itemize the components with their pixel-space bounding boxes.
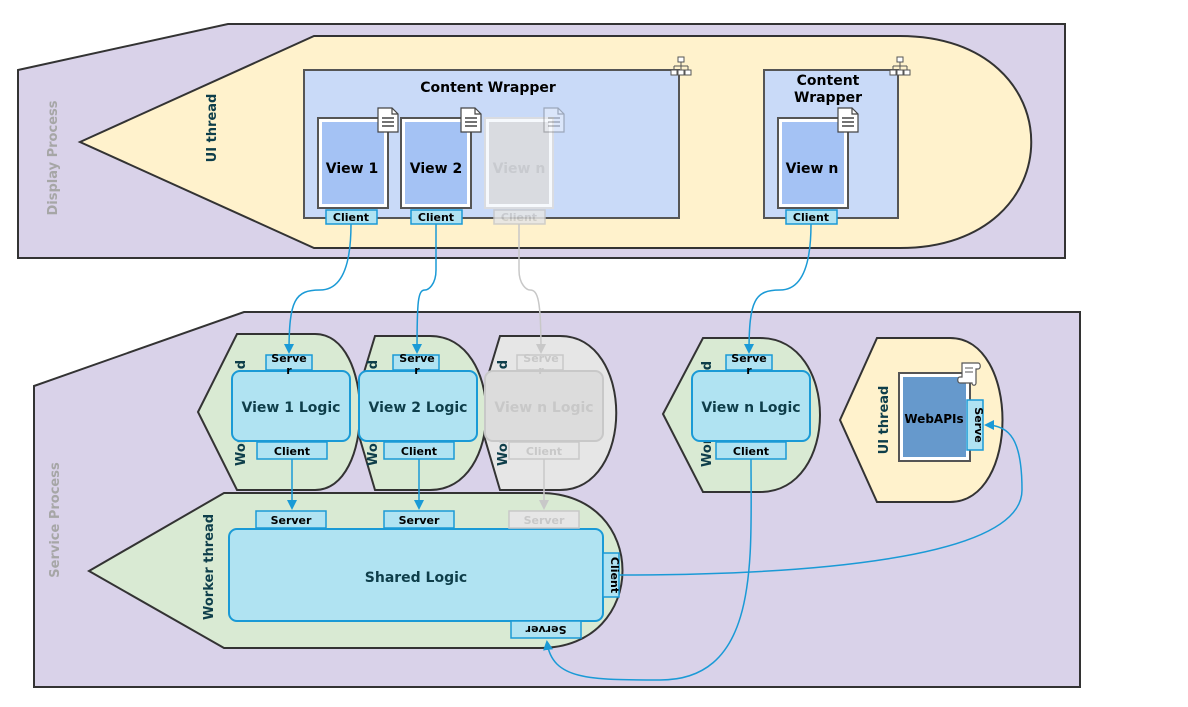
view-2-label: View 2	[410, 161, 462, 177]
view-n-faded-label: View n	[493, 161, 546, 177]
view-n-logic-server-port-suffix: r	[746, 364, 752, 377]
content-wrapper-second-title-line2: Wrapper	[794, 90, 862, 106]
service-process-label: Service Process	[48, 462, 63, 578]
shared-logic-client-port: Client	[608, 557, 621, 593]
shared-logic-server-port-2: Server	[399, 514, 440, 527]
view-n-logic-faded-label: View n Logic	[494, 400, 593, 416]
document-icon	[377, 107, 399, 133]
view-n-logic-server-port: Serve	[731, 352, 766, 365]
shared-logic: Shared Logic Server Server Server Client…	[228, 510, 621, 639]
shared-logic-server-port-bottom: Server	[525, 623, 566, 636]
connector-view-n-logic-to-shared	[543, 458, 752, 681]
document-icon	[543, 107, 565, 133]
view-n-faded-logic-client-port: Client	[526, 445, 562, 458]
worker-thread-shared-label: Worker thread	[202, 514, 217, 620]
view-n-label: View n	[786, 161, 839, 177]
view-2-logic-client-port: Client	[401, 445, 437, 458]
content-wrapper-second-title-line1: Content	[797, 73, 860, 89]
view-2-logic-server-port-suffix: r	[414, 364, 420, 377]
view-2-logic: Serve r View 2 Logic Client	[358, 352, 478, 460]
connector-view-n	[744, 223, 812, 354]
view-1-logic-label: View 1 Logic	[242, 400, 341, 416]
scroll-icon	[957, 362, 981, 386]
view-1-logic-server-port-suffix: r	[286, 364, 292, 377]
view-n-faded-logic-server-port-suffix: r	[538, 364, 544, 377]
connector-view-1	[284, 223, 352, 354]
service-ui-thread-label: UI thread	[877, 386, 892, 455]
content-wrapper-main-title: Content Wrapper	[420, 80, 556, 96]
view-n-faded: View n Client	[484, 107, 565, 225]
view-n-logic-label: View n Logic	[701, 400, 800, 416]
view-n-faded-logic-server-port: Serve	[523, 352, 558, 365]
shared-logic-server-port-faded: Server	[524, 514, 565, 527]
connector-view-2	[412, 224, 437, 354]
view-1-logic-client-port: Client	[274, 445, 310, 458]
view-2: View 2 Client	[400, 107, 482, 225]
view-1-label: View 1	[326, 161, 378, 177]
connectors	[284, 223, 1023, 681]
view-2-logic-server-port: Serve	[399, 352, 434, 365]
view-1-client-port: Client	[333, 211, 369, 224]
view-n-logic-faded: Serve r View n Logic Client	[484, 352, 604, 460]
view-n-faded-client-port: Client	[501, 211, 537, 224]
view-n-logic-client-port: Client	[733, 445, 769, 458]
display-ui-thread-label: UI thread	[205, 94, 220, 163]
webapis-label: WebAPIs	[904, 412, 963, 426]
document-icon	[460, 107, 482, 133]
view-1: View 1 Client	[317, 107, 399, 225]
view-2-logic-label: View 2 Logic	[369, 400, 468, 416]
shared-logic-server-port-1: Server	[271, 514, 312, 527]
view-1-logic: Serve r View 1 Logic Client	[231, 352, 351, 460]
view-n: View n Client	[777, 107, 859, 225]
connector-shared-to-webapis	[618, 420, 1023, 576]
view-2-client-port: Client	[418, 211, 454, 224]
view-n-client-port: Client	[793, 211, 829, 224]
shared-logic-label: Shared Logic	[365, 570, 467, 586]
webapis: WebAPIs Serve	[898, 362, 985, 462]
webapis-server-port: Serve	[972, 407, 985, 442]
display-process-label: Display Process	[46, 100, 61, 215]
document-icon	[837, 107, 859, 133]
view-1-logic-server-port: Serve	[271, 352, 306, 365]
connector-view-n-faded	[518, 224, 546, 354]
